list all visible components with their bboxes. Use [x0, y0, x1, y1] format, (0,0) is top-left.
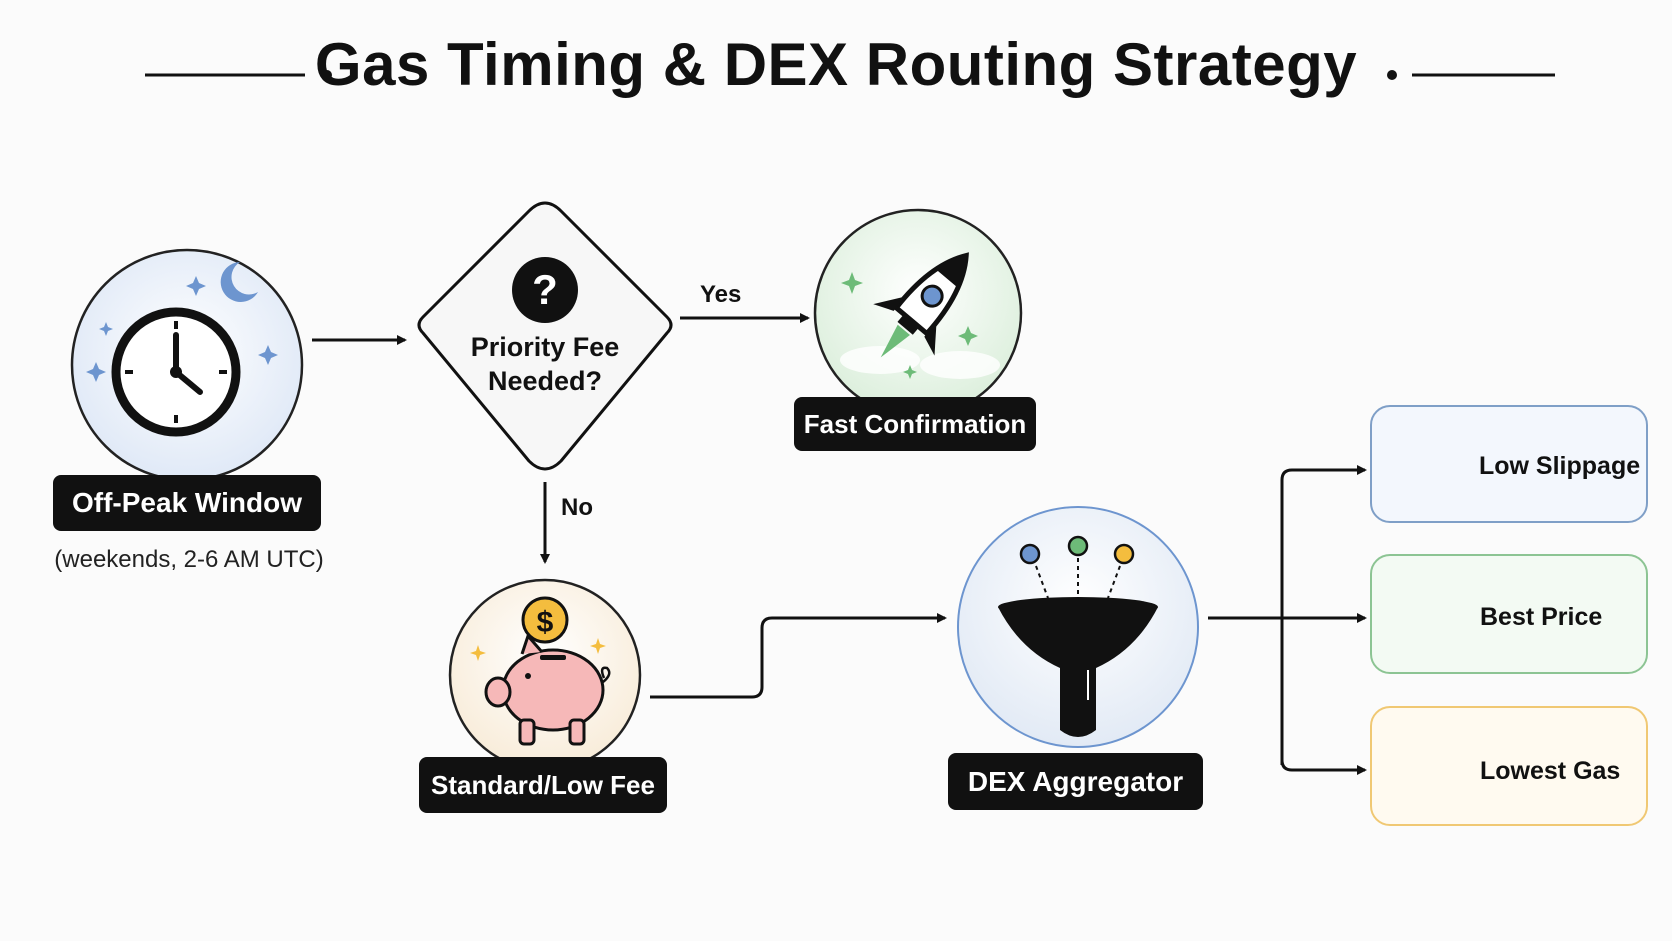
outcome-card-low-slippage [1370, 405, 1648, 523]
off-peak-window-label: Off-Peak Window [53, 475, 321, 531]
dex-aggregator-text: DEX Aggregator [967, 766, 1184, 797]
arrow-to-low-slippage [1280, 465, 1367, 765]
off-peak-window-text: Off-Peak Window [72, 487, 302, 518]
dex-aggregator-label: DEX Aggregator [948, 753, 1203, 810]
arrow-to-lowest-gas [1280, 618, 1367, 775]
edge-label-yes: Yes [700, 281, 742, 308]
standard-low-fee-text: Standard/Low Fee [431, 770, 655, 800]
rocket-icon [813, 208, 1023, 418]
edge-label-no: No [561, 494, 593, 521]
outcome-label-best-price: Best Price [1480, 603, 1603, 631]
page-title: Gas Timing & DEX Routing Strategy [314, 31, 1358, 98]
title-decoration-right [1387, 70, 1555, 80]
decision-diamond [417, 201, 673, 471]
outcome-label-lowest-gas: Lowest Gas [1480, 757, 1621, 785]
outcome-label-low-slippage: Low Slippage [1479, 452, 1641, 480]
svg-text:$: $ [537, 606, 554, 639]
connectors [312, 313, 1367, 775]
funnel-icon [957, 506, 1199, 748]
outcome-card-best-price [1370, 554, 1648, 674]
decision-label-line1: Priority Fee [470, 332, 620, 362]
fast-confirmation-label: Fast Confirmation [794, 397, 1036, 451]
title-decoration-left [145, 70, 332, 80]
piggy-bank-icon: $ [448, 578, 642, 772]
arrow-standard-to-aggregator [650, 613, 947, 699]
question-icon: ? [512, 257, 578, 323]
svg-text:?: ? [532, 266, 558, 313]
outcome-card-lowest-gas [1370, 706, 1648, 826]
decision-label-line2: Needed? [487, 366, 603, 396]
clock-moon-icon [70, 248, 304, 482]
off-peak-window-subtitle: (weekends, 2-6 AM UTC) [54, 546, 324, 573]
fast-confirmation-text: Fast Confirmation [803, 409, 1027, 439]
standard-low-fee-label: Standard/Low Fee [419, 757, 667, 813]
